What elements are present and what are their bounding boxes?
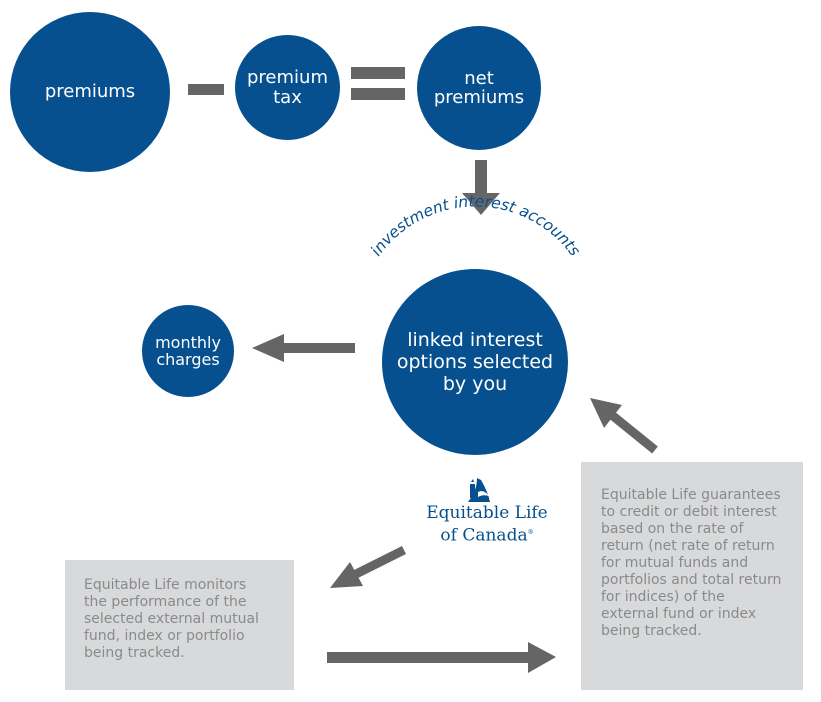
guarantees-line1: Equitable Life guarantees	[601, 487, 781, 503]
net-premiums-circle: net premiums	[417, 26, 541, 150]
monitors-line5: being tracked.	[84, 645, 185, 661]
premiums-circle: premiums	[10, 12, 170, 172]
left-arrow-monthly	[252, 334, 355, 362]
logo-line1: Equitable Life	[426, 503, 548, 523]
right-arrow-boxes	[327, 642, 556, 673]
down-arrow	[462, 160, 500, 215]
equals-operator-icon-bottom	[351, 88, 405, 100]
logo-line2: of Canada	[440, 525, 528, 546]
premiums-label: premiums	[44, 81, 136, 103]
minus-operator-icon	[188, 84, 224, 95]
net-premiums-label-line1: net	[464, 67, 494, 89]
monitors-line4: fund, index or portfolio	[84, 628, 245, 644]
guarantees-line2: to credit or debit interest	[601, 504, 777, 520]
guarantees-line8: external fund or index	[601, 606, 757, 622]
linked-interest-line1: linked interest	[407, 329, 543, 351]
logo-registered-mark: ®	[527, 529, 534, 536]
net-premiums-label-line2: premiums	[433, 87, 525, 108]
monthly-charges-circle: monthly charges	[142, 305, 234, 397]
guarantees-box: Equitable Life guarantees to credit or d…	[581, 462, 803, 690]
monitors-line2: the performance of the	[84, 594, 247, 610]
diagonal-arrow-up-left	[590, 398, 658, 454]
logo-wordmark: Equitable Life of Canada®	[412, 504, 562, 546]
monitors-box: Equitable Life monitors the performance …	[65, 560, 294, 690]
premium-tax-label-line2: tax	[273, 86, 302, 108]
arc-label: investment interest accounts	[367, 192, 584, 259]
guarantees-line5: for mutual funds and	[601, 555, 749, 571]
monitors-line3: selected external mutual	[84, 611, 259, 627]
monitors-line1: Equitable Life monitors	[84, 577, 247, 593]
linked-interest-line2: options selected	[396, 351, 554, 373]
linked-interest-line3: by you	[442, 373, 508, 395]
equals-operator-icon-top	[351, 67, 405, 79]
guarantees-line9: being tracked.	[601, 623, 702, 639]
premium-tax-label-line1: premium	[247, 67, 328, 89]
guarantees-line6: portfolios and total return	[601, 572, 782, 588]
lighthouse-logo-icon	[468, 478, 490, 502]
premium-tax-circle: premium tax	[235, 35, 340, 140]
diagonal-arrow-down-left	[330, 545, 407, 588]
guarantees-line7: for indices) of the	[601, 589, 725, 605]
linked-interest-circle: linked interest options selected by you	[382, 269, 568, 455]
monthly-charges-line1: monthly	[155, 332, 221, 352]
monthly-charges-line2: charges	[156, 350, 220, 369]
guarantees-line4: return (net rate of return	[601, 538, 775, 554]
guarantees-line3: based on the rate of	[601, 521, 744, 537]
